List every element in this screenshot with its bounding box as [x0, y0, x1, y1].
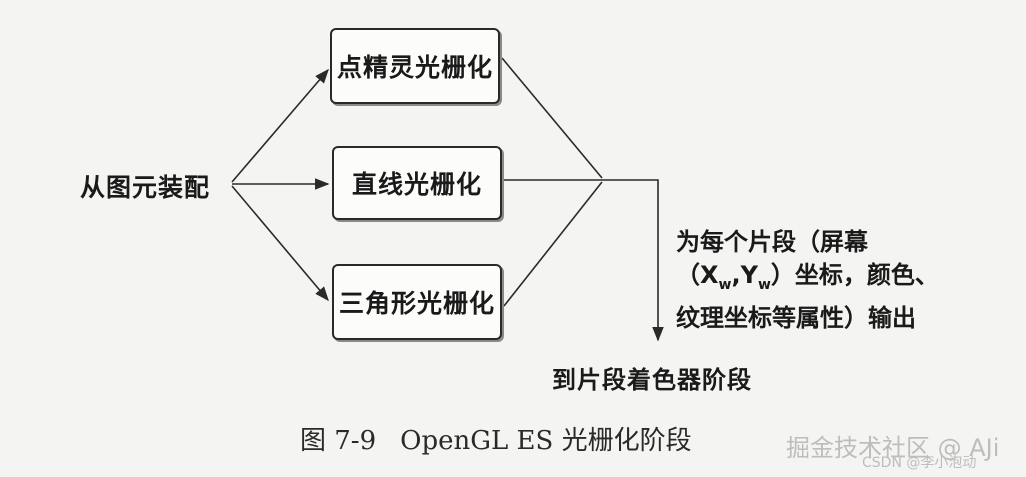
- node-triangle-rasterization: 三角形光栅化: [332, 264, 502, 340]
- note-line-2: （Xw,Yw）坐标，颜色、: [676, 261, 939, 293]
- figure-title: OpenGL ES 光栅化阶段: [400, 426, 692, 456]
- node-point-sprite-rasterization: 点精灵光栅化: [330, 28, 500, 104]
- arrow-to-fragment-shader: [602, 179, 664, 342]
- target-label: 到片段着色器阶段: [552, 366, 752, 394]
- watermark-main: 掘金技术社区 @ AJi: [786, 434, 1000, 462]
- note-line-3: 纹理坐标等属性）输出: [676, 303, 916, 332]
- connector-from-point-sprite: [501, 57, 603, 179]
- arrow-to-triangle: [231, 185, 329, 302]
- watermark-sub: CSDN @李小泡动: [862, 455, 977, 471]
- figure-number: 图 7-9: [300, 426, 377, 456]
- note-line-1: 为每个片段（屏幕: [676, 228, 868, 256]
- per-fragment-output-note: 为每个片段（屏幕 （Xw,Yw）坐标，颜色、 纹理坐标等属性）输出: [676, 226, 939, 335]
- source-label: 从图元装配: [80, 173, 211, 202]
- figure-caption: 图 7-9 OpenGL ES 光栅化阶段: [300, 420, 692, 457]
- connector-from-triangle: [503, 181, 603, 307]
- arrow-to-point-sprite: [231, 68, 329, 183]
- node-line-rasterization: 直线光栅化: [332, 146, 502, 220]
